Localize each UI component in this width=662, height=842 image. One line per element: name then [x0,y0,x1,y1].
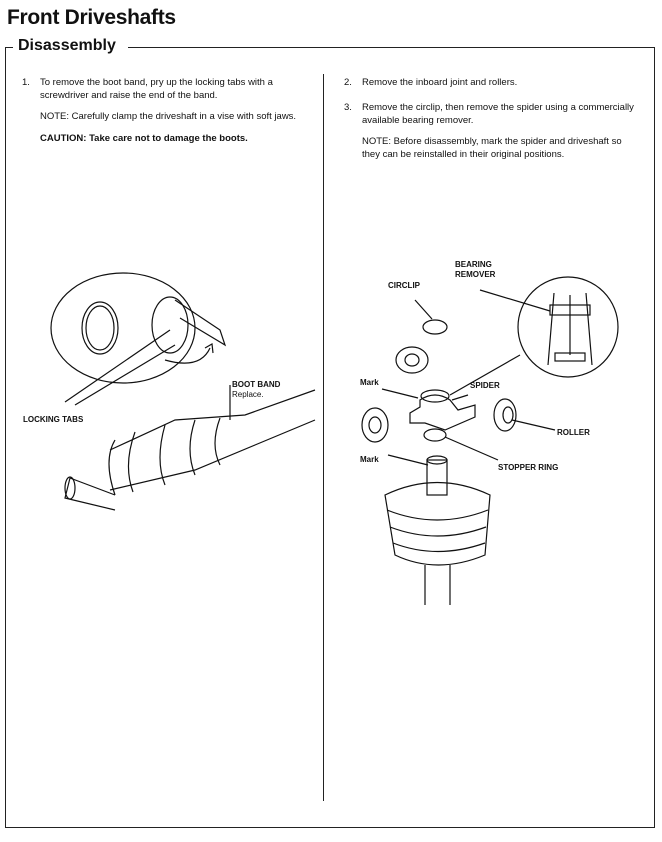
shaft-spline [426,459,448,496]
label-circlip: CIRCLIP [388,281,421,290]
bearing-remover-detail [517,276,619,378]
step-number: 3. [344,102,352,113]
section-frame [5,47,655,828]
label-roller: ROLLER [557,428,590,437]
stopper-ring-icon [423,428,447,442]
label-stopper-ring: STOPPER RING [498,463,558,472]
section-rule [128,47,654,48]
leader-line [64,329,171,403]
step-1: 1. To remove the boot band, pry up the l… [22,77,304,145]
step-2: 2. Remove the inboard joint and rollers. [344,77,636,90]
page-title: Front Driveshafts [7,6,176,29]
circlip-icon [422,319,448,335]
caution: CAUTION: Take care not to damage the boo… [40,132,248,144]
band-icon [81,301,119,355]
label-replace: Replace. [232,390,264,399]
boot-icon [384,482,491,566]
label-boot-band: BOOT BAND [232,380,281,389]
arrow-curve-icon [164,347,211,364]
spider-icon [409,394,476,431]
label-locking-tabs: LOCKING TABS [23,415,84,424]
note: NOTE: Carefully clamp the driveshaft in … [40,111,297,122]
label-spider: SPIDER [470,381,500,390]
step-text: Remove the circlip, then remove the spid… [362,102,634,126]
section-rule [5,47,13,48]
step-number: 2. [344,77,352,88]
step-text: Remove the inboard joint and rollers. [362,77,518,88]
spider-removal-figure: CIRCLIP BEARING REMOVER Mark SPIDER ROLL… [360,260,619,605]
note: NOTE: Before disassembly, mark the spide… [362,136,622,160]
band-end [174,299,227,347]
shaft [109,389,316,451]
step-number: 1. [22,77,30,88]
column-divider [323,74,324,801]
label-mark: Mark [360,455,379,464]
roller-icon [493,398,517,432]
label-bearing: BEARING [455,260,492,269]
roller-icon [361,407,389,443]
boot-band-figure: LOCKING TABS BOOT BAND Replace. [23,272,316,511]
step-3: 3. Remove the circlip, then remove the s… [344,102,636,161]
detail-circle [50,272,196,384]
label-mark: Mark [360,378,379,387]
roller-icon [395,346,429,374]
label-remover: REMOVER [455,270,496,279]
step-text: To remove the boot band, pry up the lock… [40,77,273,101]
section-title: Disassembly [18,37,116,54]
band-raised-icon [151,296,189,354]
